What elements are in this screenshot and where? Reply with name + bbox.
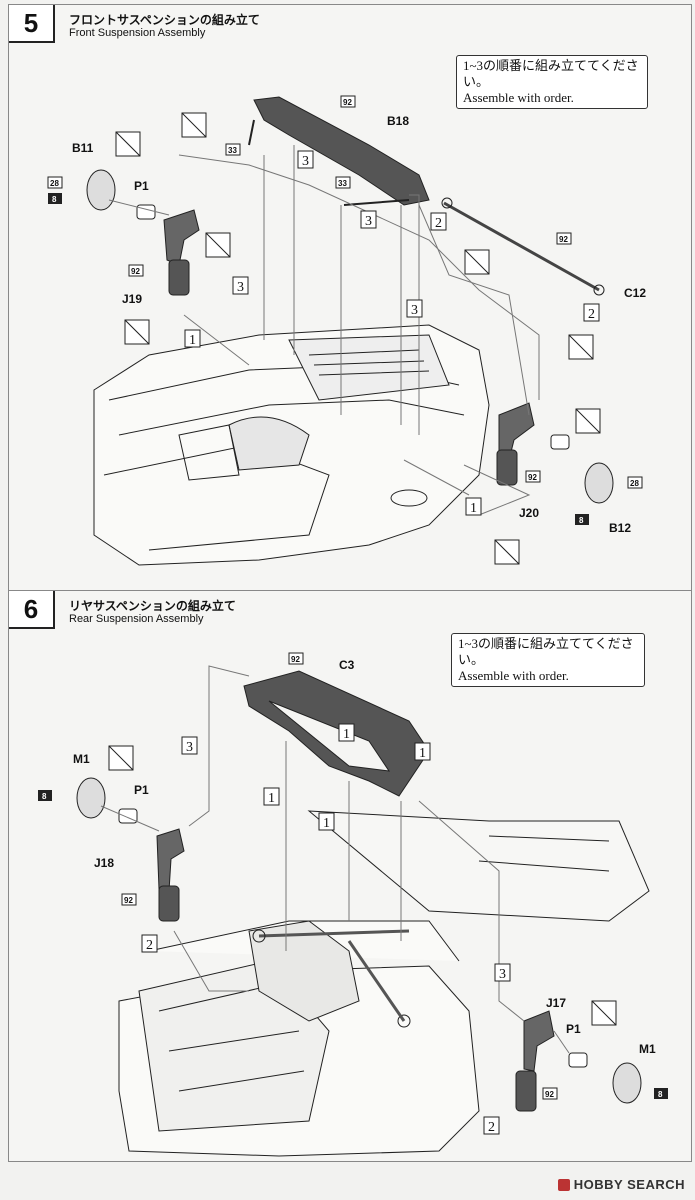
step-title-jp: フロントサスペンションの組み立て [69,13,260,27]
step-number-badge: 6 [9,591,55,629]
paint-code-tag: 8 [658,1090,663,1099]
part-label: C12 [624,286,646,300]
note-en: Assemble with order. [463,90,574,105]
part-label: M1 [639,1042,656,1056]
footer-brand-text: HOBBY SEARCH [573,1177,685,1192]
paint-code-tag: 28 [630,479,639,488]
paint-code-tag: 33 [228,146,237,155]
rear-suspension-diagram: M1 P1 J18 C3 J17 P1 M1 8 92 92 92 8 [38,652,668,1157]
front-suspension-diagram: B11 P1 J19 B18 C12 J20 B12 28 8 92 33 33… [47,95,646,566]
step-title-en: Front Suspension Assembly [69,27,206,39]
paint-code-tag: 28 [50,179,59,188]
order-mark: 3 [237,280,244,295]
part-label: J17 [546,996,566,1010]
step-5-panel: 5 フロントサスペンションの組み立て Front Suspension Asse… [8,4,692,591]
step-6-panel: 6 リヤサスペンションの組み立て Rear Suspension Assembl… [8,590,692,1162]
assembly-order-note: 1~3の順番に組み立ててください。 Assemble with order. [451,633,645,687]
note-jp: 1~3の順番に組み立ててください。 [463,58,639,89]
order-mark: 3 [411,303,418,318]
part-label: B18 [387,114,409,128]
part-label: P1 [134,179,149,193]
paint-code-tag: 8 [52,195,57,204]
no-glue-icon [115,112,601,565]
footer-brand: HOBBY SEARCH [557,1177,685,1192]
part-label: C3 [339,658,355,672]
note-en: Assemble with order. [458,668,569,683]
hobby-search-logo-icon [557,1178,570,1191]
part-label: J20 [519,506,539,520]
assembly-order-note: 1~3の順番に組み立ててください。 Assemble with order. [456,55,648,109]
order-mark: 1 [189,333,196,348]
order-mark: 1 [323,816,330,831]
order-mark: 2 [588,307,595,322]
order-mark: 2 [146,938,153,953]
order-mark: 1 [419,746,426,761]
paint-code-tag: 92 [343,98,352,107]
part-label: M1 [73,752,90,766]
part-label: B12 [609,521,631,535]
step-number-badge: 5 [9,5,55,43]
order-mark: 3 [302,154,309,169]
order-mark: 1 [268,791,275,806]
order-mark: 1 [470,501,477,516]
step-title-en: Rear Suspension Assembly [69,613,204,625]
part-label: B11 [72,141,94,155]
paint-code-tag: 33 [338,179,347,188]
part-label: P1 [134,783,149,797]
order-mark: 3 [499,967,506,982]
paint-code-tag: 8 [579,516,584,525]
paint-code-tag: 92 [291,655,300,664]
note-jp: 1~3の順番に組み立ててください。 [458,636,634,667]
paint-code-tag: 92 [545,1090,554,1099]
no-glue-icon [108,745,617,1026]
order-mark: 3 [186,740,193,755]
order-mark: 3 [365,214,372,229]
order-mark: 2 [488,1120,495,1135]
paint-code-tag: 92 [131,267,140,276]
paint-code-tag: 92 [559,235,568,244]
paint-code-tag: 92 [124,896,133,905]
part-label: J19 [122,292,142,306]
paint-code-tag: 92 [528,473,537,482]
part-label: P1 [566,1022,581,1036]
order-mark: 2 [435,216,442,231]
order-mark: 1 [343,727,350,742]
paint-code-tag: 8 [42,792,47,801]
step-title-jp: リヤサスペンションの組み立て [69,599,236,613]
part-label: J18 [94,856,114,870]
